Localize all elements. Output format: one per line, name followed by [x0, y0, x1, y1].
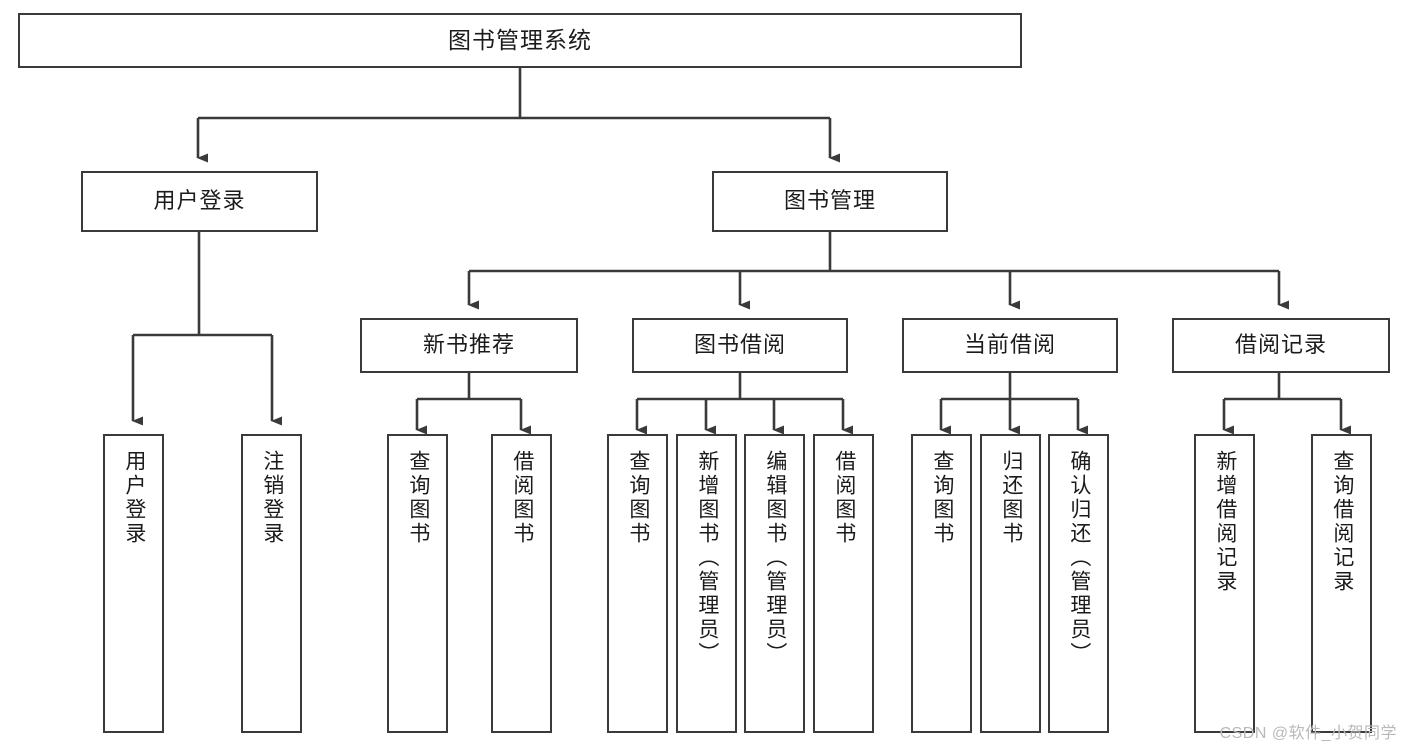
node-leaf-borrow-record-add[interactable]: 新增借阅记录 — [1194, 434, 1255, 733]
node-label: 查询图书 — [930, 450, 954, 546]
node-label: 查询图书 — [406, 450, 430, 546]
node-label: 新增借阅记录 — [1213, 450, 1237, 594]
node-label: 图书借阅 — [693, 332, 786, 358]
node-label: 注销登录 — [260, 450, 284, 546]
node-label: 当前借阅 — [963, 332, 1056, 358]
node-leaf-book-borrow-query[interactable]: 查询图书 — [607, 434, 668, 733]
node-label: 新增图书（管理员） — [695, 450, 719, 666]
node-leaf-user-login-login[interactable]: 用户登录 — [103, 434, 164, 733]
node-leaf-book-borrow-borrow[interactable]: 借阅图书 — [813, 434, 874, 733]
node-leaf-new-book-query[interactable]: 查询图书 — [387, 434, 448, 733]
node-label: 图书管理系统 — [448, 26, 592, 53]
csdn-watermark: CSDN @软件_小贺同学 — [1219, 725, 1397, 742]
node-user-login[interactable]: 用户登录 — [81, 171, 318, 232]
node-leaf-current-borrow-return[interactable]: 归还图书 — [980, 434, 1041, 733]
node-leaf-new-book-borrow[interactable]: 借阅图书 — [491, 434, 552, 733]
node-label: 用户登录 — [153, 188, 246, 214]
node-label: 编辑图书（管理员） — [763, 450, 787, 666]
node-root-system[interactable]: 图书管理系统 — [18, 13, 1022, 68]
node-label: 借阅图书 — [510, 450, 534, 546]
node-label: 确认归还（管理员） — [1067, 450, 1091, 666]
node-leaf-user-login-logout[interactable]: 注销登录 — [241, 434, 302, 733]
node-book-borrow[interactable]: 图书借阅 — [632, 318, 848, 373]
node-leaf-borrow-record-query[interactable]: 查询借阅记录 — [1311, 434, 1372, 733]
node-label: 借阅记录 — [1234, 332, 1327, 358]
node-label: 借阅图书 — [832, 450, 856, 546]
node-leaf-book-borrow-add[interactable]: 新增图书（管理员） — [676, 434, 737, 733]
node-label: 查询图书 — [626, 450, 650, 546]
node-book-management[interactable]: 图书管理 — [712, 171, 948, 232]
node-leaf-current-borrow-confirm-return[interactable]: 确认归还（管理员） — [1048, 434, 1109, 733]
node-leaf-current-borrow-query[interactable]: 查询图书 — [911, 434, 972, 733]
node-borrow-record[interactable]: 借阅记录 — [1172, 318, 1390, 373]
node-leaf-book-borrow-edit[interactable]: 编辑图书（管理员） — [744, 434, 805, 733]
node-label: 查询借阅记录 — [1330, 450, 1354, 594]
node-label: 新书推荐 — [422, 332, 515, 358]
node-label: 图书管理 — [783, 188, 876, 214]
node-label: 归还图书 — [999, 450, 1023, 546]
node-current-borrow[interactable]: 当前借阅 — [902, 318, 1118, 373]
node-new-book-recommend[interactable]: 新书推荐 — [360, 318, 578, 373]
node-label: 用户登录 — [122, 450, 146, 546]
